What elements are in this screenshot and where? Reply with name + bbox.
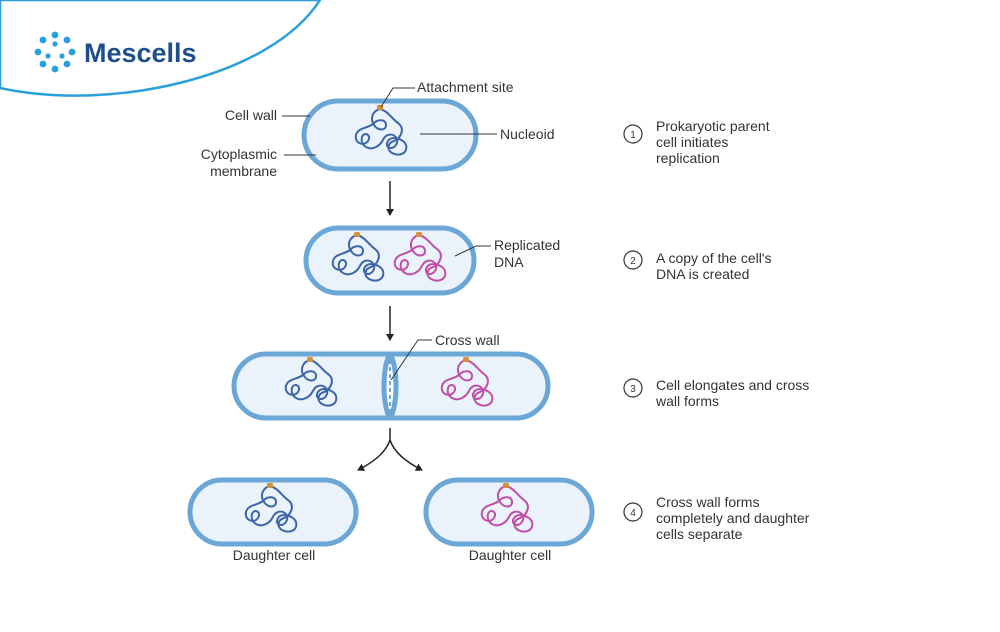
attachment-site-marker: [354, 232, 360, 237]
brand-logo: Mescells: [34, 31, 197, 73]
cell-cluster-icon: [34, 31, 76, 73]
daughter-cell-label-left: Daughter cell: [233, 547, 316, 563]
cross-wall-leader: [390, 339, 432, 381]
attachment-site-marker: [267, 483, 273, 488]
step-2-line-2: DNA is created: [656, 266, 749, 282]
attachment-site-marker: [463, 357, 469, 362]
step-3-line-2: wall forms: [655, 393, 719, 409]
step-3-line-1: Cell elongates and cross: [656, 377, 809, 393]
attachment-leader: [380, 87, 415, 108]
step-1: 1 Prokaryotic parent cell initiates repl…: [623, 118, 770, 166]
cross-wall-label: Cross wall: [435, 332, 500, 348]
split-arrow-left: [357, 439, 391, 471]
step-3: 3 Cell elongates and cross wall forms: [623, 377, 809, 409]
elongated-cell: [231, 351, 551, 421]
replicating-cell: [303, 225, 477, 296]
step-2: 2 A copy of the cell's DNA is created: [623, 250, 772, 282]
header-swoosh: [0, 0, 322, 97]
attachment-site-label: Attachment site: [417, 79, 514, 95]
daughter-cell-left: [187, 477, 359, 547]
cell-wall-label: Cell wall: [225, 107, 277, 123]
attachment-site-marker: [307, 357, 313, 362]
attachment-site-marker: [503, 483, 509, 488]
nucleoid-label: Nucleoid: [500, 126, 554, 142]
replicated-leader: [454, 245, 491, 257]
daughter-cell-label-right: Daughter cell: [469, 547, 552, 563]
step-4-number: 4: [630, 508, 636, 519]
step-4-line-2: completely and daughter: [656, 510, 810, 526]
step-1-line-1: Prokaryotic parent: [656, 118, 770, 134]
step-2-number: 2: [630, 256, 636, 267]
step-4: 4 Cross wall forms completely and daught…: [623, 494, 810, 542]
step-1-number: 1: [630, 130, 636, 141]
step-2-line-1: A copy of the cell's: [656, 250, 772, 266]
cytoplasmic-membrane-label-2: membrane: [210, 163, 277, 179]
brand-name: Mescells: [84, 38, 197, 68]
replicated-dna-label-2: DNA: [494, 254, 524, 270]
replicated-dna-label-1: Replicated: [494, 237, 560, 253]
step-3-number: 3: [630, 384, 636, 395]
step-4-line-1: Cross wall forms: [656, 494, 759, 510]
step-1-line-2: cell initiates: [656, 134, 728, 150]
attachment-site-marker: [416, 232, 422, 237]
step-4-line-3: cells separate: [656, 526, 743, 542]
cytoplasmic-membrane-label-1: Cytoplasmic: [201, 146, 277, 162]
step-1-line-3: replication: [656, 150, 720, 166]
daughter-cell-right: [423, 477, 595, 547]
parent-cell: [301, 98, 479, 172]
split-arrow-right: [389, 439, 423, 471]
